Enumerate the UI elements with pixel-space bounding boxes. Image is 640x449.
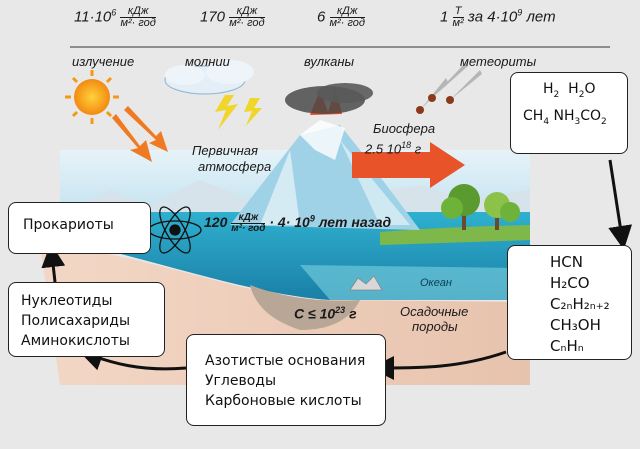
- biosphere-arrow: [352, 142, 465, 188]
- cycle-arrows: [41, 159, 633, 380]
- meteor-icon: [416, 62, 482, 114]
- sediment-layer: [250, 285, 360, 330]
- sediment-label: Осадочные породы: [400, 304, 469, 334]
- carbon-label: С ≤ 1023 г: [294, 305, 357, 322]
- rocks: [349, 275, 383, 291]
- trees: [441, 184, 520, 230]
- cloud-icon: [164, 60, 254, 95]
- ocean-shallow: [300, 265, 520, 300]
- ocean-label: Океан: [420, 277, 452, 289]
- prokaryotes-box: Прокариоты: [8, 202, 151, 254]
- atom-icon: [148, 206, 202, 254]
- label-volcanoes: вулканы: [304, 54, 355, 69]
- biopolymers-box: Нуклеотиды Полисахариды Аминокислоты: [8, 282, 165, 357]
- biosphere-label: Биосфера 2.5 1018 г: [365, 121, 436, 157]
- atmosphere-gases-box: H2 H2O CH4 NH3CO2: [510, 72, 628, 154]
- label-meteorites: метеориты: [460, 54, 537, 69]
- sun-ray-arrow: [112, 114, 152, 162]
- primary-atmosphere-label: Первичная атмосфера: [192, 143, 272, 174]
- sun-ray-arrow-2: [124, 106, 168, 152]
- lightning-icon: [215, 95, 238, 130]
- monomers-box: Азотистые основания Углеводы Карбоновые …: [186, 334, 386, 426]
- sun-icon: [65, 70, 119, 124]
- label-radiation: излучение: [72, 54, 135, 69]
- label-lightning: молнии: [185, 54, 230, 69]
- grass: [380, 225, 530, 245]
- simple-organics-box: HCN H₂CO C₂ₙH₂ₙ₊₂ CH₃OH CₙHₙ: [507, 245, 632, 360]
- lightning-icon-2: [244, 98, 262, 126]
